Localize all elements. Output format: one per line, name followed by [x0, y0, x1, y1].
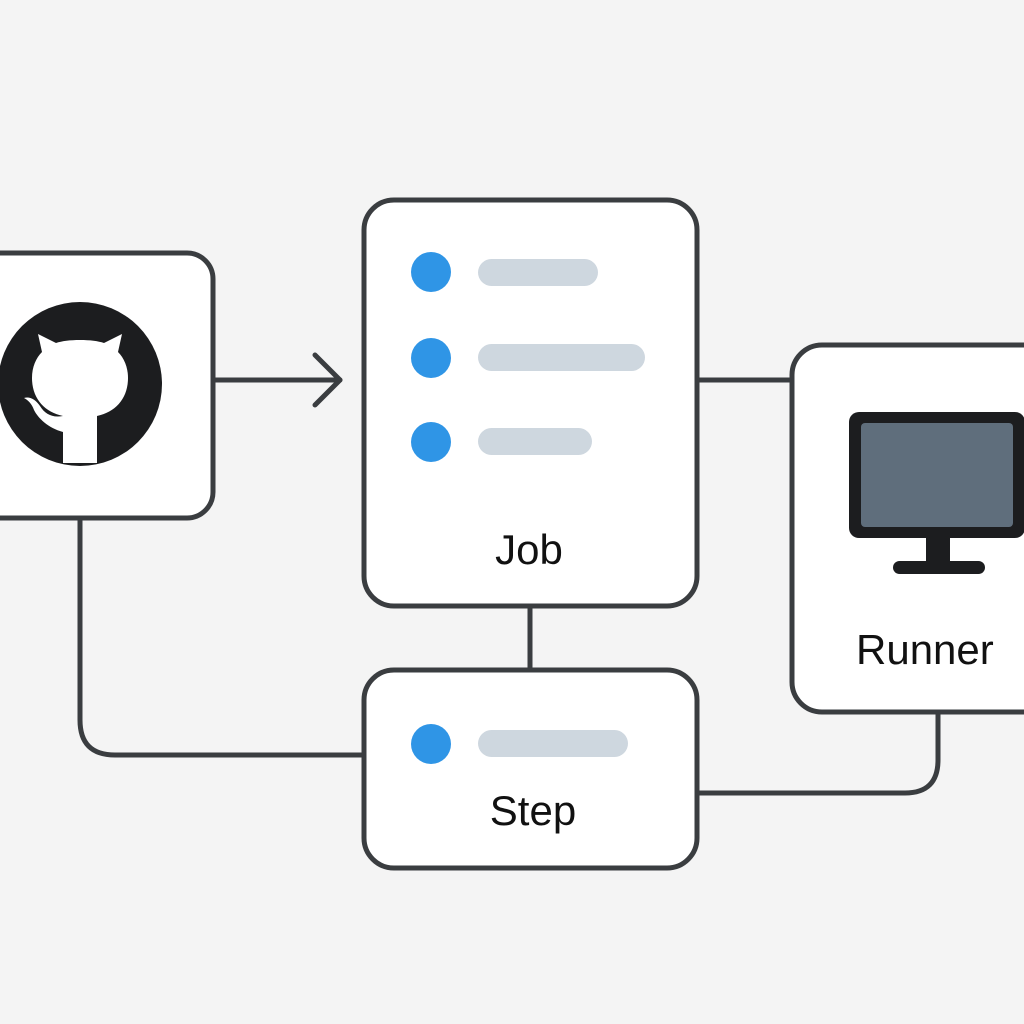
job-item-bar: [478, 428, 592, 455]
job-item-dot: [411, 422, 451, 462]
job-label: Job: [495, 526, 563, 573]
connectors: [77, 352, 941, 796]
step-item-dot: [411, 724, 451, 764]
step-label: Step: [490, 787, 576, 834]
step-node[interactable]: Step: [361, 667, 700, 871]
connector-runner-to-step: [694, 709, 941, 796]
github-octocat-icon: [0, 302, 162, 466]
job-node-box: [361, 197, 700, 609]
job-node[interactable]: Job: [361, 197, 700, 609]
monitor-icon: [849, 412, 1024, 574]
step-item-bar: [478, 730, 628, 757]
runner-node[interactable]: Runner: [789, 342, 1024, 715]
job-item-bar: [478, 259, 598, 286]
job-item-dot: [411, 252, 451, 292]
arrow-head-icon: [312, 352, 343, 408]
step-node-box: [361, 667, 700, 871]
github-node[interactable]: [0, 250, 216, 521]
runner-label: Runner: [856, 626, 994, 673]
job-item-dot: [411, 338, 451, 378]
job-item-bar: [478, 344, 645, 371]
connector-github-to-step: [77, 515, 367, 758]
